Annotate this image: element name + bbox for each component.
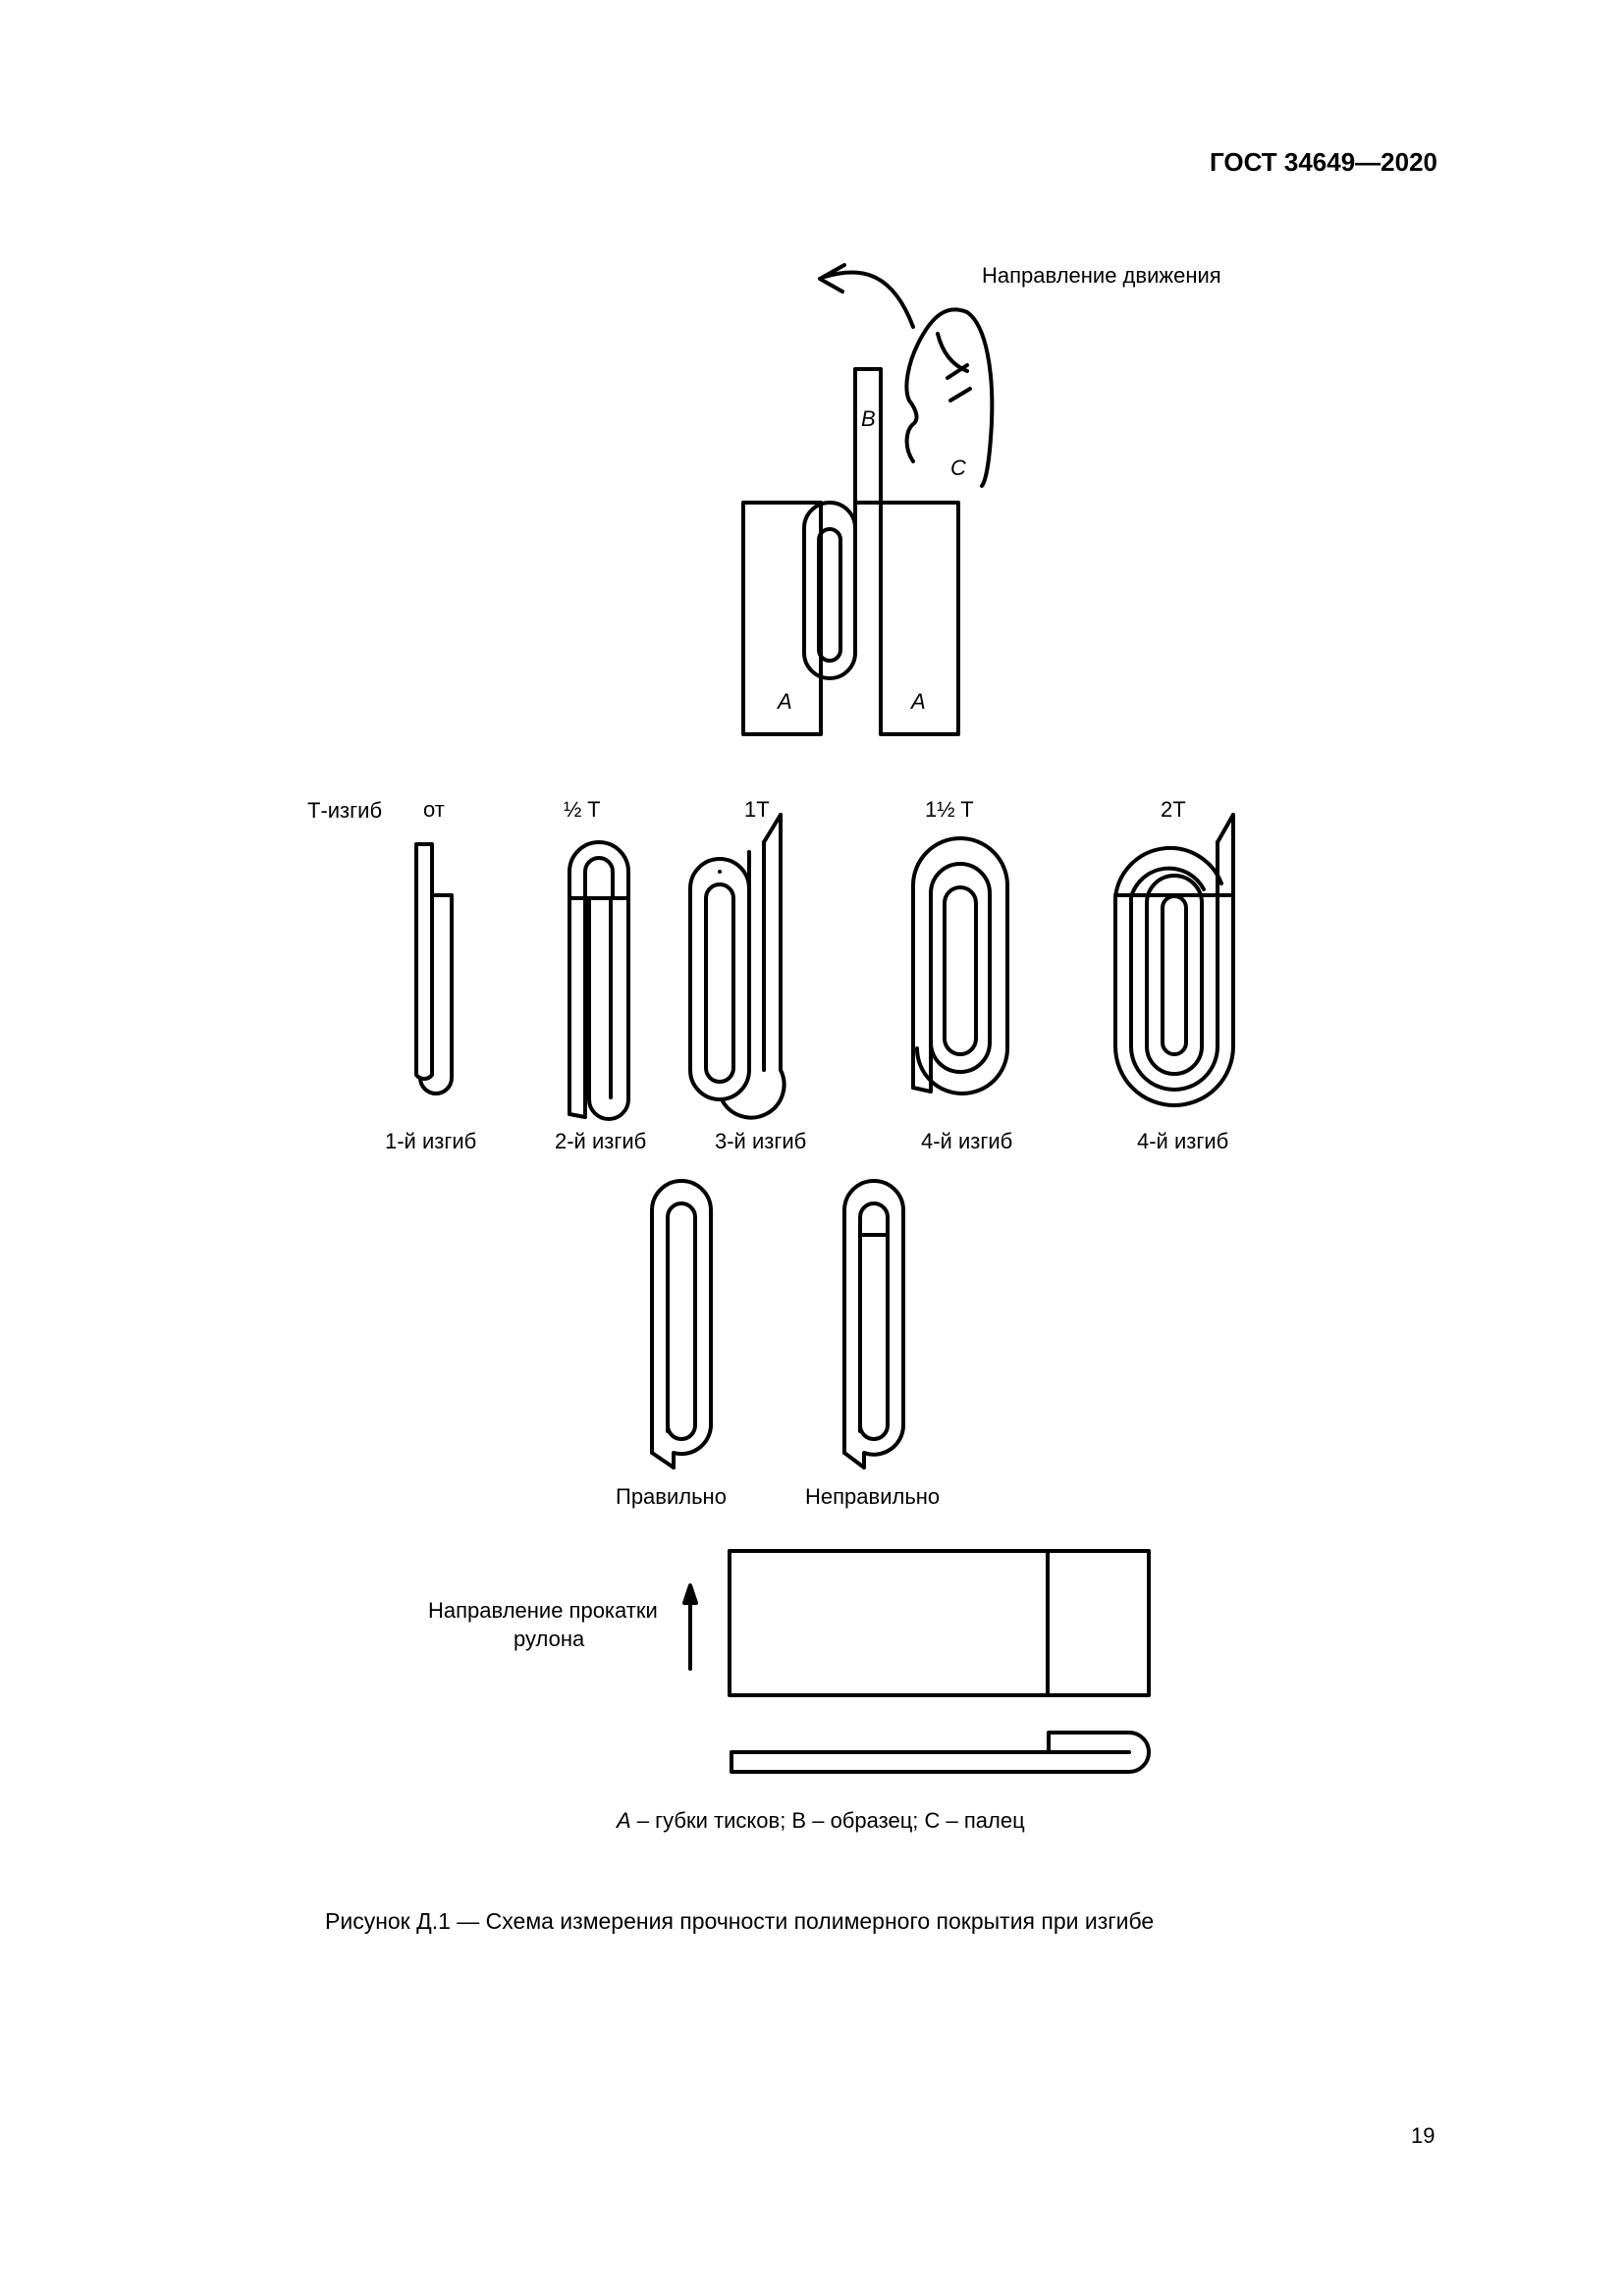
direction-arrow [823, 270, 915, 329]
finger-nail [936, 332, 969, 373]
bend-1-5t-diagram [911, 836, 1009, 1095]
correct-label: Правильно [616, 1484, 727, 1509]
label-jaw-a-right: A [911, 689, 926, 714]
t-label-half: ½ T [564, 797, 601, 822]
bend-label-2: 2-й изгиб [555, 1129, 647, 1153]
rolling-label-line1: Направление прокатки [428, 1598, 658, 1623]
rolling-label-line2: рулона [514, 1627, 585, 1651]
figure-legend: A – губки тисков; B – образец; C – палец [617, 1808, 1025, 1834]
t-bend-row-title: Т-изгиб [307, 798, 383, 823]
t-label-1: 1T [744, 797, 770, 822]
t-label-2: 2T [1161, 797, 1186, 822]
vise-assembly [741, 263, 995, 736]
bend-label-1: 1-й изгиб [385, 1129, 477, 1153]
folded-strip-side [730, 1731, 1151, 1774]
finger-outline [904, 307, 995, 488]
bend-0t-diagram [414, 842, 454, 1095]
figure-caption: Рисунок Д.1 — Схема измерения прочности … [325, 1908, 1155, 1934]
vise-jaw-right [879, 501, 960, 736]
bend-label-4a: 4-й изгиб [921, 1129, 1013, 1153]
t-label-1-5: 1½ T [925, 797, 974, 822]
panel-rectangle [728, 1549, 1151, 1697]
rolling-direction-panel [682, 1549, 1151, 1774]
direction-arrowhead [818, 263, 846, 294]
label-jaw-a-left: A [778, 689, 792, 714]
specimen-fold-inner [817, 527, 842, 663]
incorrect-bend-diagram [842, 1179, 905, 1469]
page-number: 19 [1411, 2123, 1435, 2148]
finger-crease-1 [946, 363, 969, 380]
legend-text: – губки тисков; B – образец; C – палец [630, 1808, 1025, 1833]
specimen-strip [853, 367, 883, 505]
bend-label-4b: 4-й изгиб [1137, 1129, 1229, 1153]
rolling-arrowhead [682, 1583, 698, 1605]
bend-2t-diagram [1113, 813, 1235, 1107]
finger-crease-2 [948, 387, 972, 402]
direction-label: Направление движения [982, 263, 1221, 288]
bend-1t-diagram [688, 813, 786, 1120]
specimen-fold-outer [802, 501, 857, 680]
bend-label-3: 3-й изгиб [715, 1129, 807, 1153]
legend-letter-a: A [617, 1808, 631, 1833]
standard-number: ГОСТ 34649—2020 [1210, 147, 1437, 177]
bend-half-t-diagram [568, 840, 630, 1121]
incorrect-label: Неправильно [805, 1484, 941, 1509]
label-specimen-b: B [861, 406, 876, 431]
correct-bend-diagram [650, 1179, 713, 1469]
t-label-0: от [423, 797, 445, 822]
label-finger-c: C [950, 455, 966, 480]
